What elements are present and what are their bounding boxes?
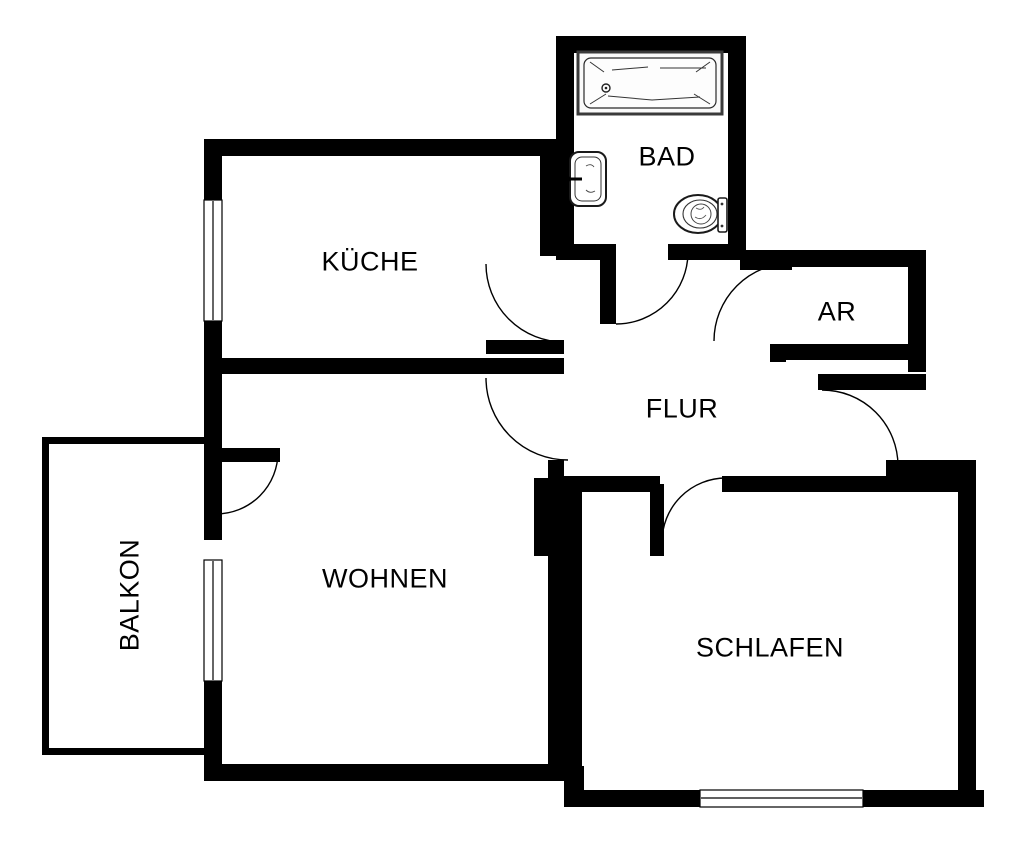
room-label-kueche-text: KÜCHE [321,246,419,277]
wall-wohnen-right-lower [548,556,564,766]
wall-schlafen-top-right [722,476,900,492]
wall-bad-jamb-left [600,252,616,324]
wall-group [42,36,984,807]
wall-ar-bottom [770,344,926,360]
washbasin-icon [563,151,607,207]
wall-schlafen-jamb [650,484,664,556]
room-label-schlafen: SCHLAFEN [696,633,844,664]
wall-kueche-right-upper [540,156,556,256]
wall-ar-right [908,250,926,372]
door-arc-entrance [821,389,899,467]
room-label-kueche: KÜCHE [321,247,418,278]
wall-schlafen-right [958,460,976,790]
door-arc-wohnen [485,377,569,461]
wall-bad-top [556,36,746,53]
door-arc-schlafen [661,477,727,543]
door-arc-bad [615,251,689,325]
room-label-ar-text: AR [817,296,857,327]
room-label-ar: AR [818,297,857,328]
wall-schlafen-top-left [564,476,660,492]
room-label-wohnen-text: WOHNEN [322,563,448,594]
door-arc-balkon [215,451,279,515]
wall-balkon-door-header [222,448,280,462]
bathtub-icon [576,50,724,116]
toilet-icon [673,194,728,234]
wall-bad-right [728,36,746,244]
wall-kueche-left-lower [204,320,222,366]
wall-kueche-bottom [204,358,564,374]
room-label-bad: BAD [638,142,695,173]
wall-bad-left [556,36,574,256]
wall-bad-bottom-right [668,244,746,260]
window-group [203,199,864,808]
fixture-group [563,50,728,234]
wall-balkon-left [42,437,49,755]
room-label-schlafen-text: SCHLAFEN [695,632,845,663]
room-label-balkon: BALKON [115,539,146,652]
wall-pillar-center [534,478,556,556]
room-label-balkon-text: BALKON [114,538,145,652]
room-label-bad-text: BAD [638,141,696,172]
wall-kueche-left-upper [204,139,222,201]
wall-balkon-top [42,437,214,444]
wall-schlafen-bottom-left-jog [564,766,584,790]
window-schlafen [699,789,864,808]
door-arc-ar [713,262,793,342]
room-label-wohnen: WOHNEN [322,564,448,595]
wall-schlafen-left [564,476,582,790]
door-arc-group [215,251,899,543]
wall-left-mid [204,366,222,448]
wall-kueche-top [204,139,556,156]
door-arc-kueche [485,263,565,343]
wall-flur-right-upper [818,374,926,390]
room-label-flur-text: FLUR [645,393,719,424]
wall-balkon-bottom [42,748,222,755]
wall-wohnen-bottom [204,764,564,781]
wall-ar-left-jamb [770,344,786,362]
window-wohnen [203,559,223,682]
wall-left-balcony-pier [204,448,222,540]
wall-kueche-door-header [486,340,564,354]
window-kueche [203,199,223,322]
room-label-flur: FLUR [646,394,719,425]
wall-ar-left-stub [740,256,792,270]
